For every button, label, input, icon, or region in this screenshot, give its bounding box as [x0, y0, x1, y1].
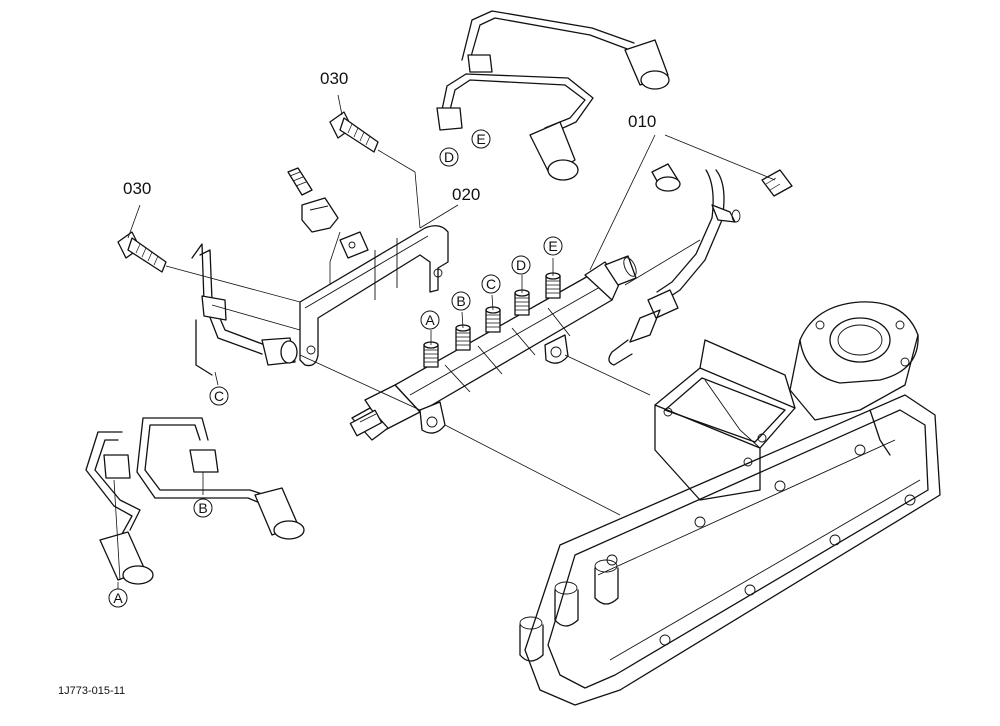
bolt-upper: [329, 111, 379, 153]
rail-outlet-E: [545, 272, 561, 299]
common-rail: [349, 255, 637, 441]
clamp-hardware: [287, 167, 369, 259]
svg-text:A: A: [425, 312, 435, 328]
svg-text:B: B: [198, 500, 207, 516]
connector-A-rail: A: [420, 310, 440, 330]
connector-C-pipe: C: [209, 386, 229, 406]
svg-text:A: A: [113, 590, 123, 606]
part-label-030-lower: 030: [123, 179, 151, 198]
injection-pipe-B: [136, 417, 305, 540]
fuel-return-pipe: [608, 163, 793, 366]
connector-C-rail: C: [481, 274, 501, 294]
rail-outlet-C: [485, 306, 501, 333]
rail-outlet-A: [423, 341, 439, 368]
rail-outlet-D: [514, 289, 530, 316]
injection-pipe-C: [191, 243, 298, 376]
rail-outlet-B: [455, 324, 471, 351]
connector-E-rail: E: [543, 236, 563, 256]
leader-lines: [113, 94, 776, 590]
connector-B-rail: B: [451, 291, 471, 311]
rail-bracket: [299, 225, 449, 367]
svg-text:C: C: [214, 388, 224, 404]
injection-pipe-D-E: [436, 10, 670, 181]
svg-text:D: D: [516, 257, 526, 273]
intake-manifold: [519, 301, 941, 706]
drawing-reference-number: 1J773-015-11: [58, 685, 125, 697]
svg-text:E: E: [476, 131, 485, 147]
injection-pipe-A: [85, 431, 154, 585]
connector-A-pipe: A: [108, 588, 128, 608]
part-label-010: 010: [628, 112, 656, 131]
connector-B-pipe: B: [193, 498, 213, 518]
connector-D-pipe: D: [439, 147, 459, 167]
bolt-lower: [117, 231, 167, 273]
svg-text:C: C: [486, 276, 496, 292]
connector-E-pipe: E: [471, 129, 491, 149]
part-label-030-upper: 030: [320, 69, 348, 88]
part-label-020: 020: [452, 185, 480, 204]
svg-text:E: E: [548, 238, 557, 254]
connector-D-rail: D: [511, 255, 531, 275]
svg-text:D: D: [444, 149, 454, 165]
svg-text:B: B: [456, 293, 465, 309]
